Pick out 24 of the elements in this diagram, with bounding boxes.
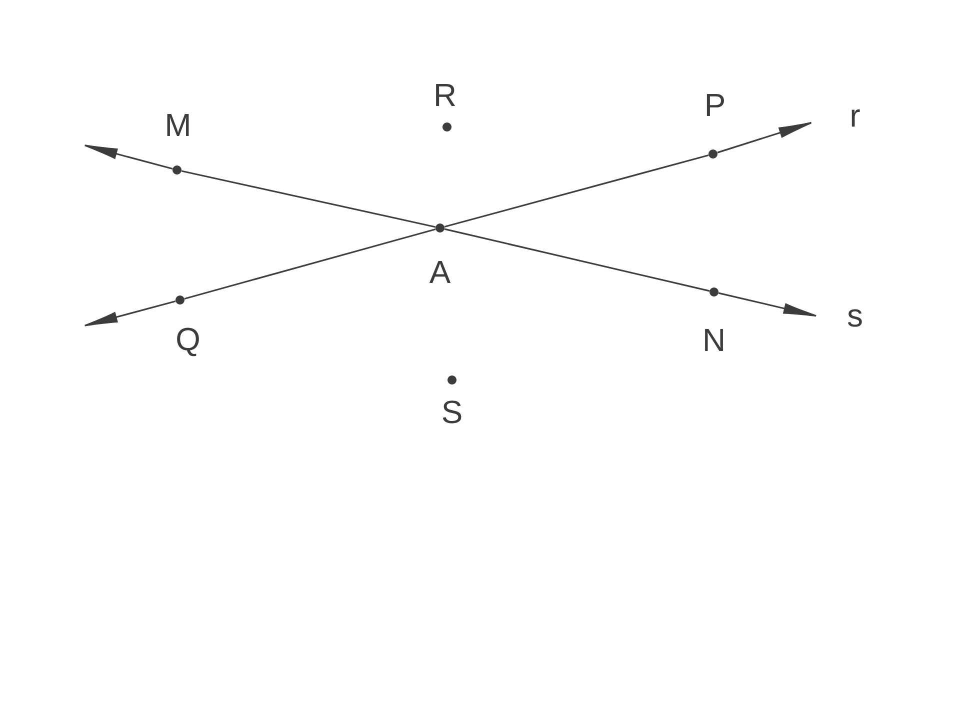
point: R: [436, 84, 456, 132]
arrow: [717, 122, 812, 154]
line-segment: [444, 228, 710, 292]
point: N: [705, 288, 723, 351]
line-segment: [181, 170, 436, 228]
node-label: A: [429, 261, 451, 283]
point: Q: [176, 296, 199, 356]
line-name: r: [852, 109, 860, 127]
node-label: N: [705, 329, 723, 352]
arrow: [84, 144, 173, 170]
node-label: M: [167, 114, 189, 136]
line-segment: [444, 154, 709, 228]
point: S: [442, 376, 462, 424]
point: M: [167, 114, 189, 174]
node-label: Q: [177, 328, 199, 356]
arrow: [718, 292, 817, 317]
node-label: S: [442, 400, 462, 424]
line-segment: [184, 228, 436, 300]
arrow: [84, 300, 176, 326]
line-name: s: [848, 309, 862, 327]
node-label: P: [706, 94, 724, 116]
point: A: [429, 224, 451, 283]
point: P: [706, 94, 724, 158]
node-label: R: [436, 84, 456, 106]
